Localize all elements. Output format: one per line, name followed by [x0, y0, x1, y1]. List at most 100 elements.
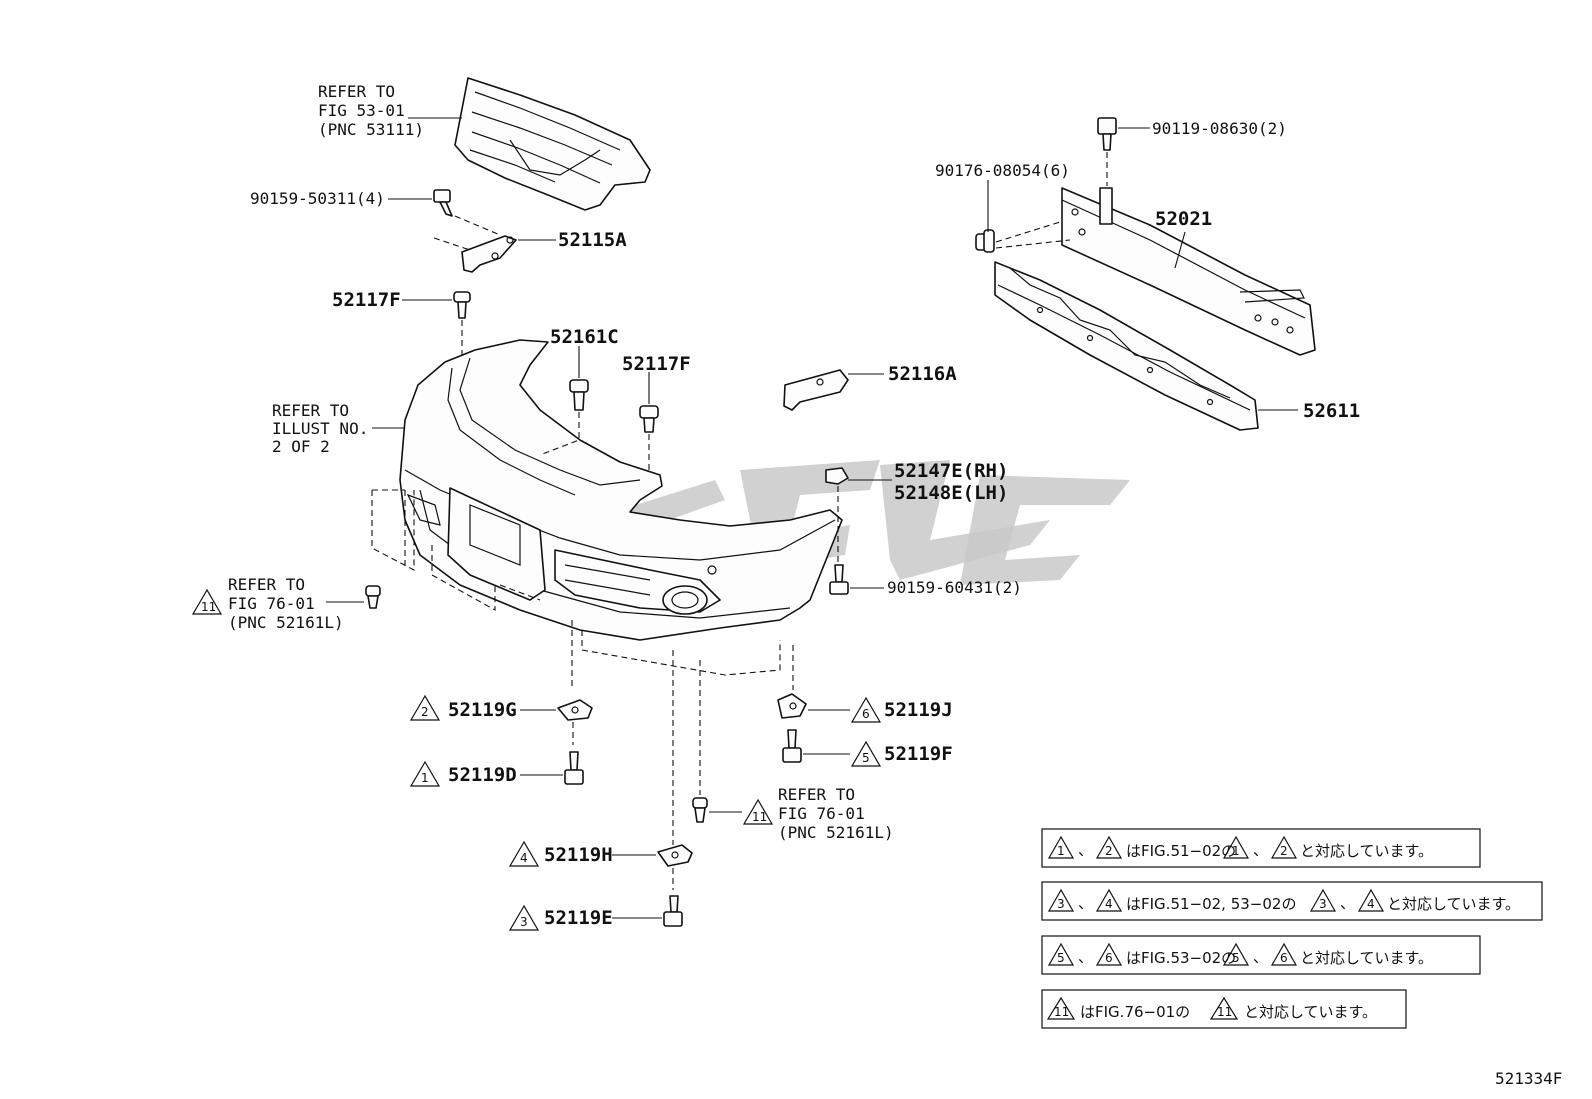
note-box-4: 11 はFIG.76−01の 11 と対応しています。	[1041, 989, 1407, 1029]
marker-2-icon	[409, 694, 441, 721]
ref-bumper-line3: 2 OF 2	[272, 437, 330, 456]
label-90119-08630: 90119-08630(2)	[1152, 119, 1287, 138]
ref-grille-line3: (PNC 53111)	[318, 120, 424, 139]
marker-4-icon	[508, 840, 540, 867]
marker-11-left-icon	[191, 588, 223, 615]
label-52115A: 52115A	[558, 229, 627, 251]
svg-text:11: 11	[1217, 1005, 1232, 1019]
svg-text:はFIG.76−01の: はFIG.76−01の	[1080, 1003, 1190, 1021]
label-52119F: 52119F	[884, 743, 953, 765]
svg-text:4: 4	[1105, 897, 1113, 911]
svg-text:、: 、	[1078, 948, 1093, 966]
svg-text:、: 、	[1078, 894, 1093, 912]
label-52021: 52021	[1155, 208, 1212, 230]
svg-text:と対応しています。: と対応しています。	[1244, 1003, 1377, 1021]
marker-11-center: 11	[752, 810, 767, 824]
bolt-52119F-icon	[782, 729, 802, 763]
nut-52119J-icon	[777, 693, 807, 719]
screw-90159-50311-icon	[433, 189, 453, 217]
marker-11-left: 11	[201, 600, 216, 614]
bumper-reinforcement-52021	[1061, 187, 1316, 356]
note-box-3: 5 、 6 はFIG.53−02の 5 、 6 と対応しています。	[1041, 935, 1481, 975]
figure-code: 521334F	[1495, 1069, 1562, 1088]
clip-52161L-center-icon	[692, 797, 708, 823]
marker-4: 4	[520, 851, 528, 865]
svg-text:、: 、	[1340, 894, 1355, 912]
svg-text:4: 4	[1367, 897, 1375, 911]
marker-6-icon	[850, 696, 882, 723]
ref-clip-center-line2: FIG 76-01	[778, 804, 865, 823]
radiator-grille	[454, 77, 651, 211]
marker-3-icon	[508, 904, 540, 931]
label-52119E: 52119E	[544, 907, 613, 929]
svg-text:2: 2	[1280, 844, 1288, 858]
svg-text:はFIG.51−02, 53−02の: はFIG.51−02, 53−02の	[1126, 895, 1296, 913]
svg-text:5: 5	[1057, 951, 1065, 965]
ref-clip-center-line1: REFER TO	[778, 785, 855, 804]
svg-text:2: 2	[1105, 844, 1113, 858]
marker-5-icon	[850, 740, 882, 767]
note-box-1: 1 、 2 はFIG.51−02の 1 、 2 と対応しています。	[1041, 828, 1481, 868]
ref-clip-left-line1: REFER TO	[228, 575, 305, 594]
svg-text:はFIG.51−02の: はFIG.51−02の	[1126, 842, 1236, 860]
svg-text:1: 1	[1232, 844, 1240, 858]
label-52117F-left: 52117F	[332, 289, 401, 311]
screw-90159-60431-icon	[829, 564, 849, 595]
bolt-52119D-icon	[564, 751, 584, 785]
ref-bumper-line1: REFER TO	[272, 401, 349, 420]
ref-clip-left-line2: FIG 76-01	[228, 594, 315, 613]
label-52119H: 52119H	[544, 844, 613, 866]
marker-11-center-icon	[742, 798, 774, 825]
label-52119D: 52119D	[448, 764, 517, 786]
marker-1-icon	[409, 760, 441, 787]
svg-text:と対応しています。: と対応しています。	[1300, 842, 1433, 860]
svg-text:11: 11	[1054, 1005, 1069, 1019]
label-52611: 52611	[1303, 400, 1360, 422]
label-90159-50311: 90159-50311(4)	[250, 189, 385, 208]
marker-5: 5	[862, 751, 870, 765]
clip-52117F-center-icon	[639, 405, 659, 433]
bracket-52115A-icon	[461, 235, 517, 273]
svg-text:6: 6	[1105, 951, 1113, 965]
nut-90176-08054-icon	[975, 229, 995, 253]
energy-absorber-52611	[994, 261, 1259, 431]
svg-text:1: 1	[1057, 844, 1065, 858]
marker-6: 6	[862, 707, 870, 721]
svg-text:、: 、	[1253, 948, 1268, 966]
marker-2: 2	[421, 705, 429, 719]
label-52119G: 52119G	[448, 699, 517, 721]
bolt-90119-08630-icon	[1097, 117, 1117, 151]
clip-52161L-left-icon	[365, 585, 381, 609]
bracket-52116A-icon	[783, 369, 849, 411]
ref-grille-line2: FIG 53-01	[318, 101, 405, 120]
marker-1: 1	[421, 771, 429, 785]
marker-3: 3	[520, 915, 528, 929]
label-52119J: 52119J	[884, 699, 953, 721]
svg-text:、: 、	[1078, 841, 1093, 859]
label-90159-60431: 90159-60431(2)	[887, 578, 1022, 597]
bolt-52119E-icon	[663, 895, 683, 927]
svg-text:5: 5	[1232, 951, 1240, 965]
nut-52119H-icon	[657, 844, 693, 867]
retainer-52147E-icon	[825, 467, 849, 485]
ref-bumper-line2: ILLUST NO.	[272, 419, 368, 438]
svg-text:3: 3	[1057, 897, 1065, 911]
svg-text:6: 6	[1280, 951, 1288, 965]
label-52147E: 52147E(RH)	[894, 460, 1008, 482]
clip-52117F-left-icon	[453, 291, 471, 319]
ref-clip-center-line3: (PNC 52161L)	[778, 823, 894, 842]
svg-text:はFIG.53−02の: はFIG.53−02の	[1126, 949, 1236, 967]
ref-clip-left-line3: (PNC 52161L)	[228, 613, 344, 632]
label-52116A: 52116A	[888, 363, 957, 385]
svg-text:、: 、	[1253, 841, 1268, 859]
svg-text:3: 3	[1319, 897, 1327, 911]
label-52117F-center: 52117F	[622, 353, 691, 375]
svg-text:と対応しています。: と対応しています。	[1300, 949, 1433, 967]
nut-52119G-icon	[557, 699, 593, 721]
label-52148E: 52148E(LH)	[894, 482, 1008, 504]
label-90176-08054: 90176-08054(6)	[935, 161, 1070, 180]
clip-52161C-icon	[569, 379, 589, 411]
front-bumper-cover	[399, 339, 843, 641]
note-box-2: 3 、 4 はFIG.51−02, 53−02の 3 、 4 と対応しています。	[1041, 881, 1543, 921]
